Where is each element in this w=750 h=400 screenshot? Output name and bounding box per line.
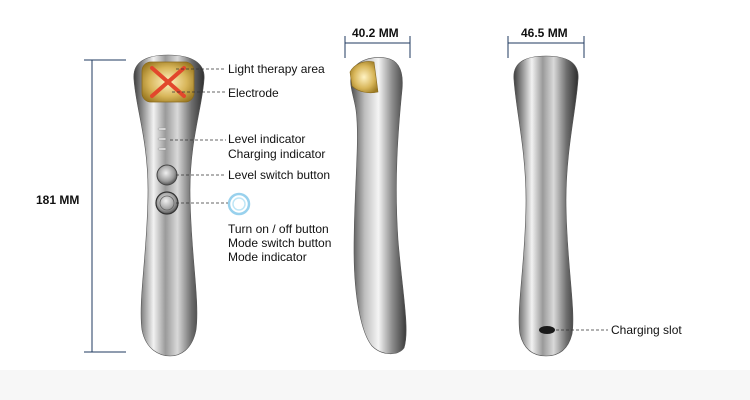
electrode-label: Electrode xyxy=(228,86,279,100)
device-front-view xyxy=(133,54,205,357)
charging-slot-label: Charging slot xyxy=(611,323,682,337)
level-switch-button-shape xyxy=(156,164,178,186)
back-width-dimension-label: 46.5 MM xyxy=(521,26,568,40)
mode-indicator-label: Mode indicator xyxy=(228,250,307,264)
power-button-label: Turn on / off button xyxy=(228,222,329,236)
light-therapy-area-label: Light therapy area xyxy=(228,62,325,76)
side-width-dimension-label: 40.2 MM xyxy=(352,26,399,40)
device-back-view xyxy=(513,55,579,357)
device-side-view xyxy=(349,57,407,355)
light-therapy-x-mark xyxy=(150,66,186,98)
level-indicator-dots xyxy=(157,127,167,151)
mode-switch-button-label: Mode switch button xyxy=(228,236,332,250)
height-dimension-line xyxy=(84,59,126,353)
front-leader-lines xyxy=(170,68,228,204)
charging-indicator-label: Charging indicator xyxy=(228,147,326,161)
level-indicator-label: Level indicator xyxy=(228,132,306,146)
height-dimension-label: 181 MM xyxy=(36,193,80,207)
side-width-dimension-line xyxy=(344,36,411,58)
power-button-shape xyxy=(155,191,179,215)
floor-shadow xyxy=(0,370,750,400)
level-switch-button-label: Level switch button xyxy=(228,168,331,182)
charging-slot-hole xyxy=(539,326,555,334)
back-width-dimension-line xyxy=(507,36,585,58)
mode-indicator-ring xyxy=(227,192,251,216)
